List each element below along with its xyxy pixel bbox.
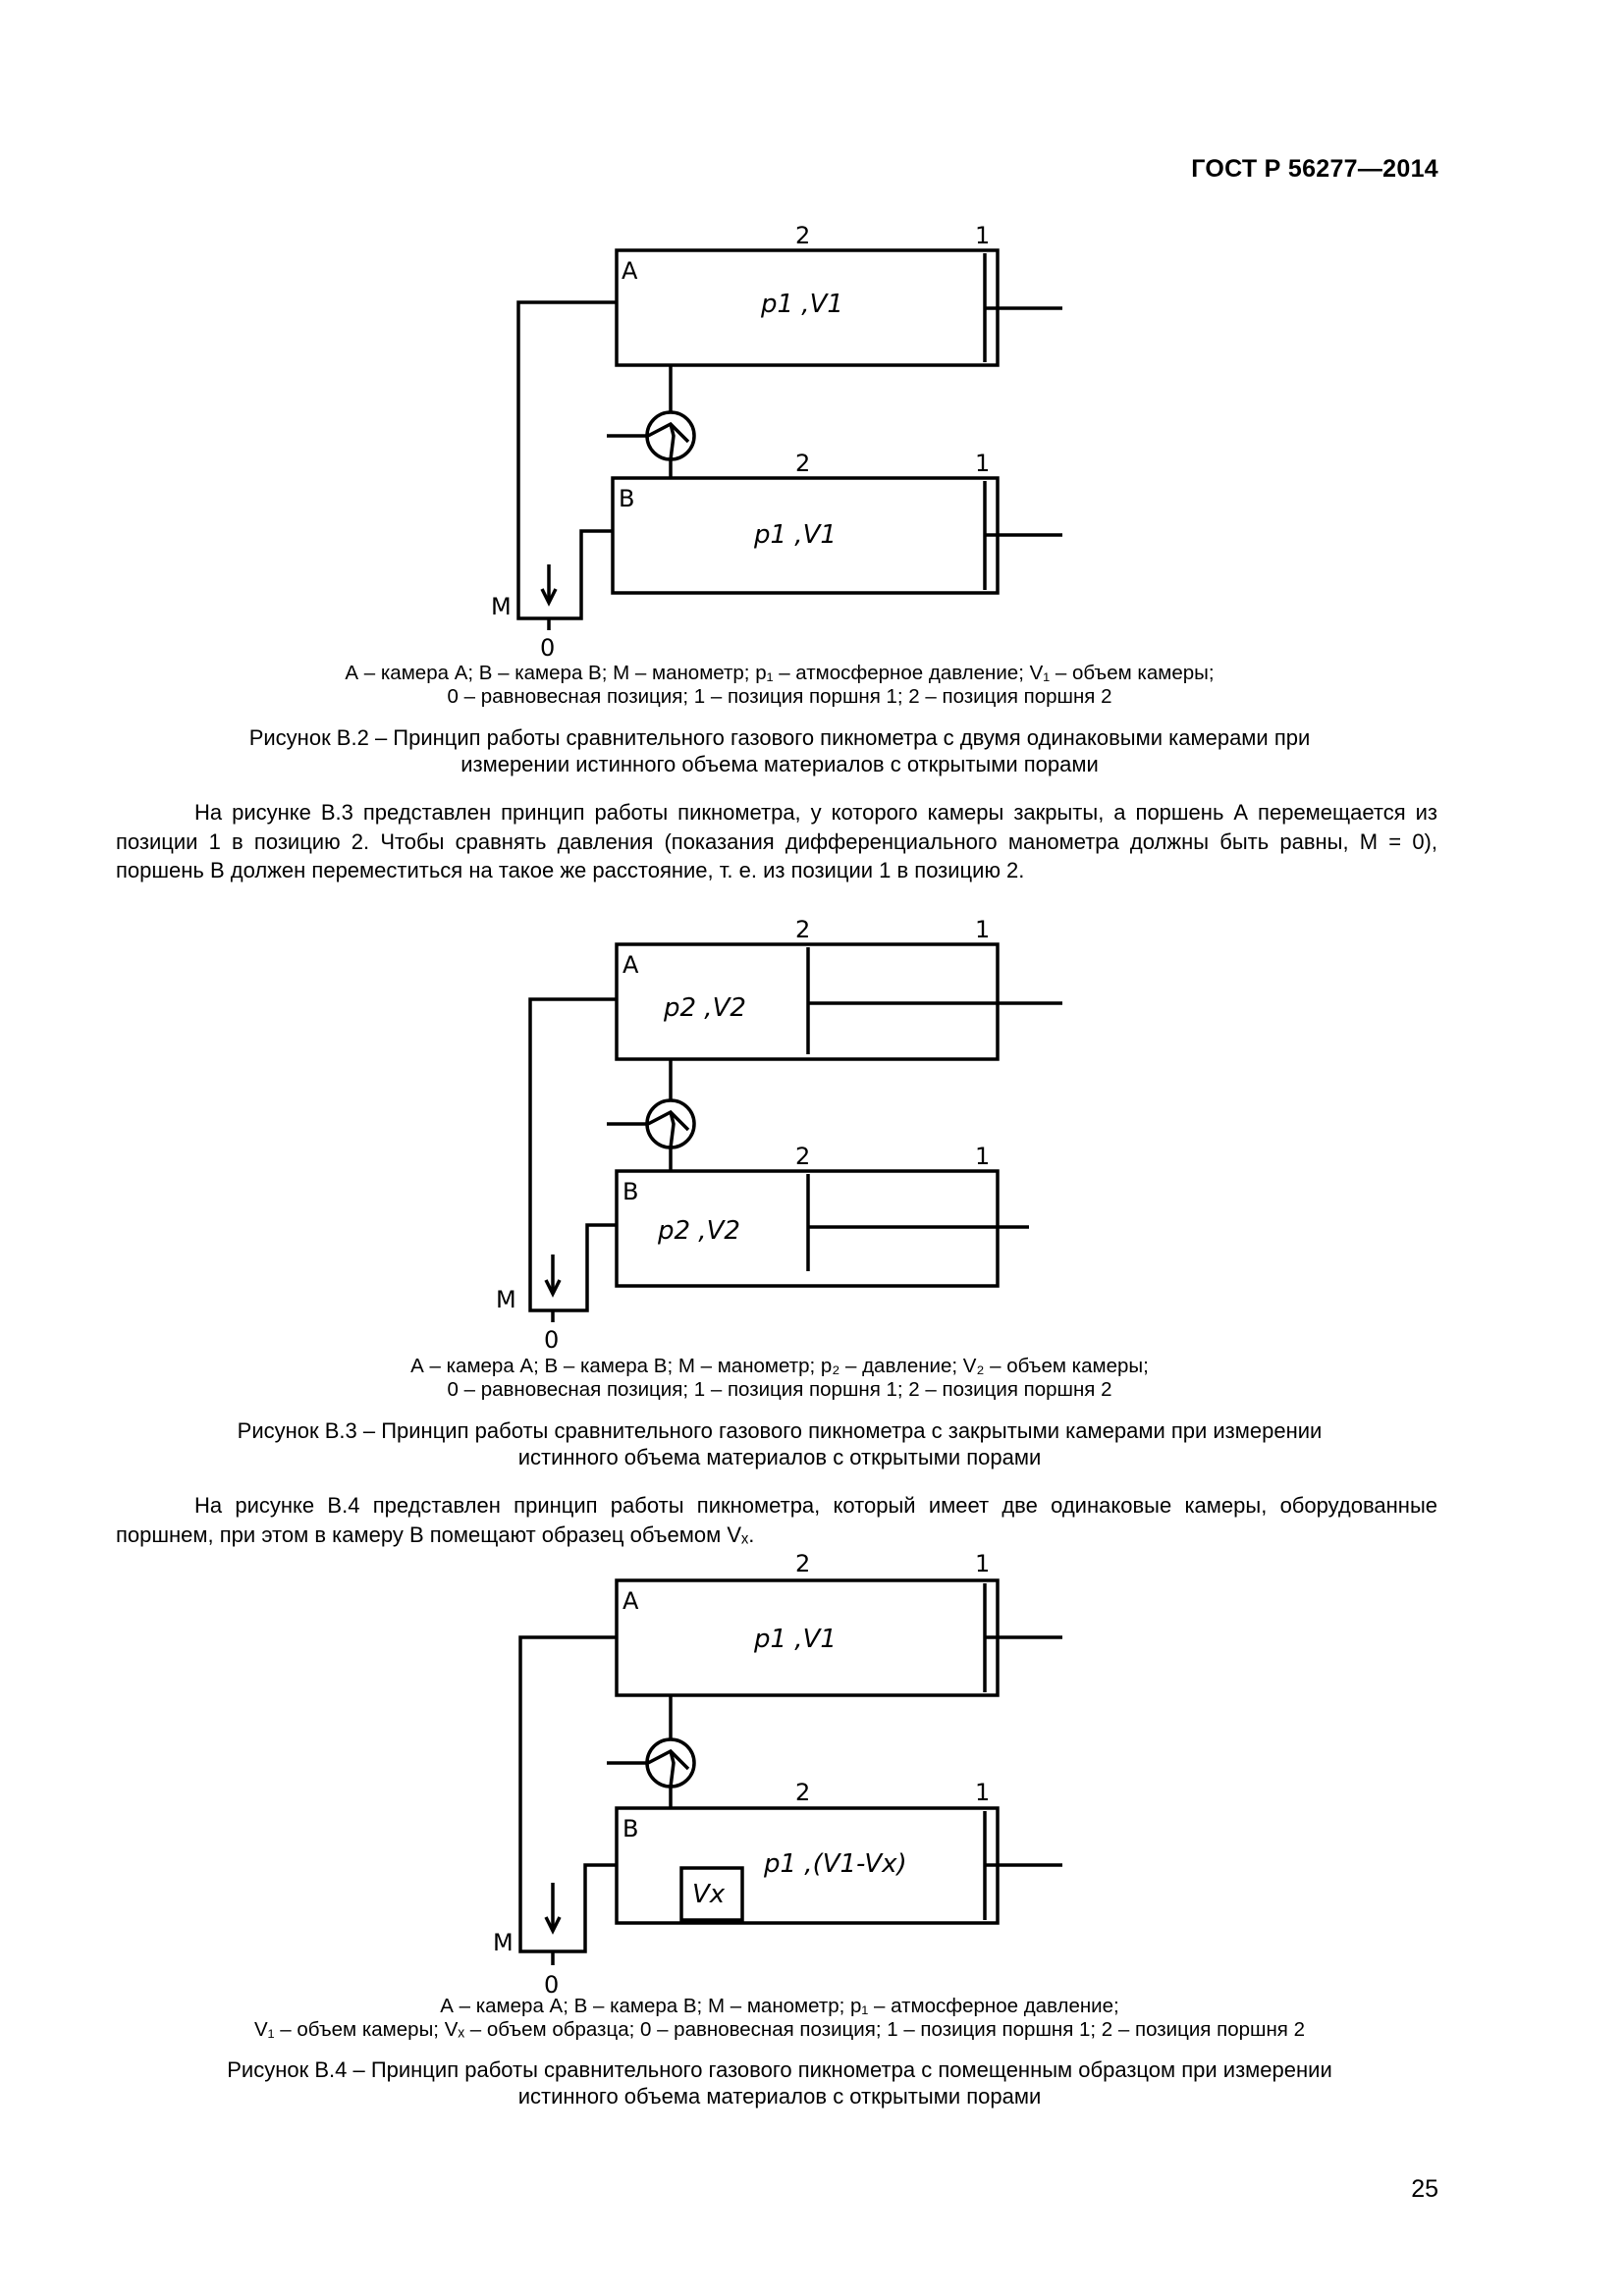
document-standard-header: ГОСТ Р 56277—2014 [1191, 155, 1438, 183]
chamber-b-label: B [619, 485, 634, 512]
formula-a: p1 ,V1 [753, 1625, 837, 1654]
position-1-label: 1 [975, 1779, 990, 1806]
chamber-a-label: A [623, 951, 639, 979]
figure-b4-caption-line2: истинного объема материалов с открытыми … [517, 2084, 1042, 2109]
figure-b3-caption-line2: истинного объема материалов с открытыми … [517, 1445, 1042, 1469]
figure-b3-caption-line1: Рисунок В.3 – Принцип работы сравнительн… [237, 1418, 1323, 1443]
figure-b2-caption-line1: Рисунок В.2 – Принцип работы сравнительн… [248, 725, 1311, 750]
position-2-label: 2 [795, 1143, 810, 1170]
sample-box [679, 1866, 744, 1922]
paragraph-b4: На рисунке В.4 представлен принцип работ… [116, 1493, 1437, 1547]
manometer-label: M [496, 1286, 516, 1313]
paragraph-b3: На рисунке В.3 представлен принцип работ… [116, 800, 1437, 882]
position-2-label: 2 [795, 450, 810, 477]
zero-label: 0 [544, 1971, 559, 1999]
zero-label: 0 [540, 634, 555, 662]
page-number: 25 [1411, 2175, 1438, 2203]
position-2-label: 2 [795, 1550, 810, 1577]
formula-a: p1 ,V1 [760, 290, 843, 319]
position-1-label: 1 [975, 916, 990, 943]
position-2-label: 2 [795, 222, 810, 249]
position-2-label: 2 [795, 916, 810, 943]
figure-b2-legend-line1: А – камера А; В – камера В; М – манометр… [345, 662, 1215, 684]
position-2-label: 2 [795, 1779, 810, 1806]
formula-b: p1 ,(V1-Vx) [763, 1849, 907, 1879]
chamber-a-label: A [622, 257, 638, 285]
sample-label: Vx [692, 1880, 726, 1909]
manometer-label: M [491, 593, 512, 620]
zero-label: 0 [544, 1326, 559, 1354]
position-1-label: 1 [975, 1550, 990, 1577]
formula-b: p1 ,V1 [753, 520, 837, 550]
chamber-b-label: B [623, 1178, 638, 1205]
figure-b2-caption-line2: измерении истинного объема материалов с … [460, 752, 1099, 776]
manometer-label: M [493, 1929, 514, 1956]
position-1-label: 1 [975, 222, 990, 249]
figure-b3-legend-line1: А – камера А; В – камера В; М – манометр… [410, 1355, 1149, 1377]
figure-b3-legend-line2: 0 – равновесная позиция; 1 – позиция пор… [447, 1378, 1112, 1401]
figure-b2-diagram: A B 2 1 2 1 p1 ,V1 p1 ,V1 M 0 [491, 222, 1062, 662]
figure-b4-legend-line2: V₁ – объем камеры; Vₓ – объем образца; 0… [254, 2018, 1305, 2041]
figure-b3-diagram: A B 2 1 2 1 p2 ,V2 p2 ,V2 M 0 [496, 916, 1062, 1354]
figure-b4-diagram: A B 2 1 2 1 p1 ,V1 p1 ,(V1-Vx) Vx M 0 [493, 1550, 1062, 1999]
chamber-b-label: B [623, 1815, 638, 1842]
chamber-a-label: A [623, 1587, 639, 1615]
position-1-label: 1 [975, 450, 990, 477]
formula-a: p2 ,V2 [663, 993, 746, 1023]
position-1-label: 1 [975, 1143, 990, 1170]
formula-b: p2 ,V2 [657, 1216, 740, 1246]
figure-b4-legend-line1: А – камера А; В – камера В; М – манометр… [440, 1995, 1119, 2017]
figure-b4-caption-line1: Рисунок В.4 – Принцип работы сравнительн… [227, 2057, 1332, 2082]
figure-b2-legend-line2: 0 – равновесная позиция; 1 – позиция пор… [447, 685, 1112, 708]
